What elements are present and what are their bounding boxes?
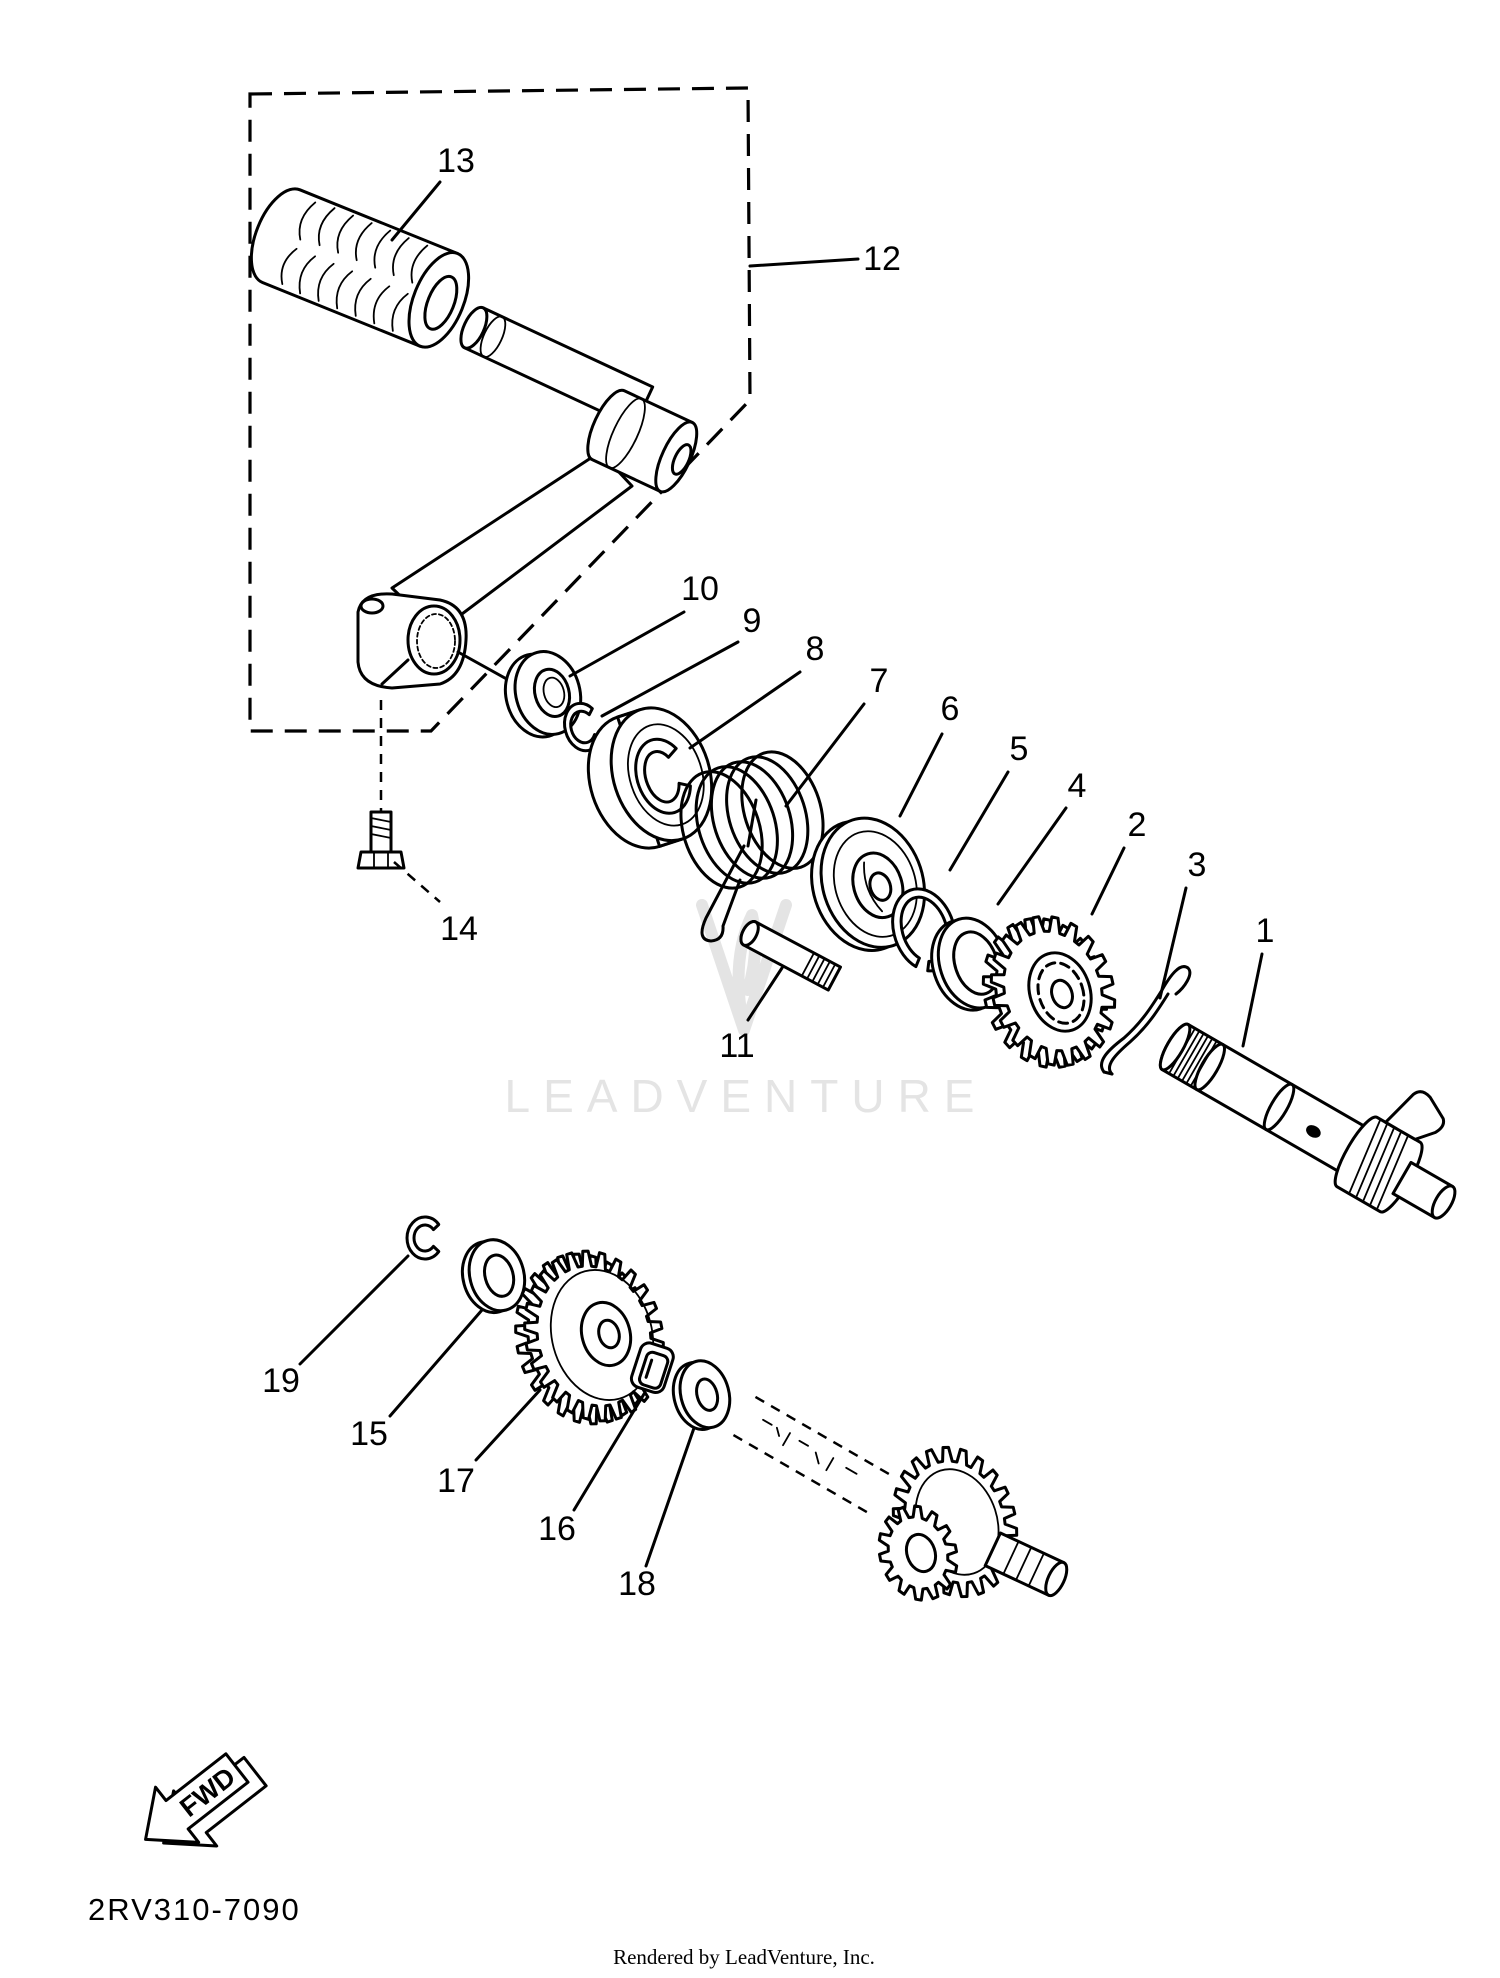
lower-gear-cluster [877, 1445, 1069, 1602]
part-19-circlip [405, 1215, 441, 1261]
part-5-circlip [891, 887, 957, 973]
callout-13: 13 [437, 142, 475, 180]
leader-line-8 [688, 670, 802, 750]
callout-11: 11 [719, 1027, 754, 1065]
leader-line-9 [600, 640, 740, 718]
axis-line-crank [456, 650, 514, 684]
callout-5: 5 [1010, 730, 1029, 768]
part-6-plate [810, 816, 927, 952]
leader-line-12 [748, 257, 860, 268]
watermark-text: LEADVENTURE [505, 1070, 988, 1122]
leader-line-2 [1090, 846, 1126, 916]
dashed-assembly-box [248, 86, 752, 733]
part-8-spring-guide [586, 706, 714, 850]
leader-line-1 [1241, 952, 1264, 1048]
leader-line-10 [568, 610, 686, 678]
watermark: LEADVENTURE [505, 899, 988, 1122]
part-14-bolt [356, 810, 406, 870]
part-18-washer [671, 1359, 732, 1431]
part-15-washer [460, 1238, 527, 1315]
leader-line-14 [393, 861, 441, 903]
leader-line-15 [388, 1308, 484, 1418]
callout-3: 3 [1188, 846, 1207, 884]
leader-line-7 [784, 702, 866, 808]
callout-8: 8 [806, 630, 825, 668]
callout-19: 19 [262, 1362, 300, 1400]
callout-15: 15 [350, 1415, 388, 1453]
callout-10: 10 [681, 570, 719, 608]
part-10-seal [503, 650, 583, 739]
callout-14: 14 [440, 910, 478, 948]
callout-4: 4 [1068, 767, 1087, 805]
callout-7: 7 [870, 662, 889, 700]
part-7-spring [679, 750, 825, 943]
part-17-gear [514, 1249, 665, 1426]
leader-line-16 [572, 1392, 646, 1512]
leader-line-11 [746, 966, 784, 1022]
fwd-arrow-icon: FWD [144, 1752, 268, 1848]
callout-17: 17 [437, 1462, 475, 1500]
part-11-pin [739, 920, 842, 992]
callout-9: 9 [743, 602, 762, 640]
part-2-gear [981, 915, 1117, 1069]
callout-6: 6 [941, 690, 960, 728]
leader-line-18 [644, 1426, 696, 1568]
part-12-kick-crank [356, 305, 699, 690]
leader-line-4 [996, 806, 1068, 906]
leader-line-3 [1158, 886, 1188, 1000]
drawing-code: 2RV310-7090 [88, 1892, 301, 1927]
phantom-shaft [732, 1395, 893, 1516]
leader-line-13 [390, 180, 442, 242]
watermark-logo-icon [696, 899, 792, 1036]
leader-line-19 [298, 1254, 410, 1366]
part-13-grip [249, 187, 471, 349]
footer-credit: Rendered by LeadVenture, Inc. [613, 1945, 875, 1969]
leader-line-6 [898, 732, 944, 818]
callout-16: 16 [538, 1510, 576, 1548]
callout-18: 18 [618, 1565, 656, 1603]
part-1-shaft [1158, 1022, 1457, 1220]
leader-line-17 [474, 1388, 542, 1462]
part-16-bush [629, 1341, 675, 1395]
callout-12: 12 [863, 240, 901, 278]
leader-line-5 [948, 770, 1010, 872]
callout-2: 2 [1128, 806, 1147, 844]
callout-1: 1 [1256, 912, 1275, 950]
